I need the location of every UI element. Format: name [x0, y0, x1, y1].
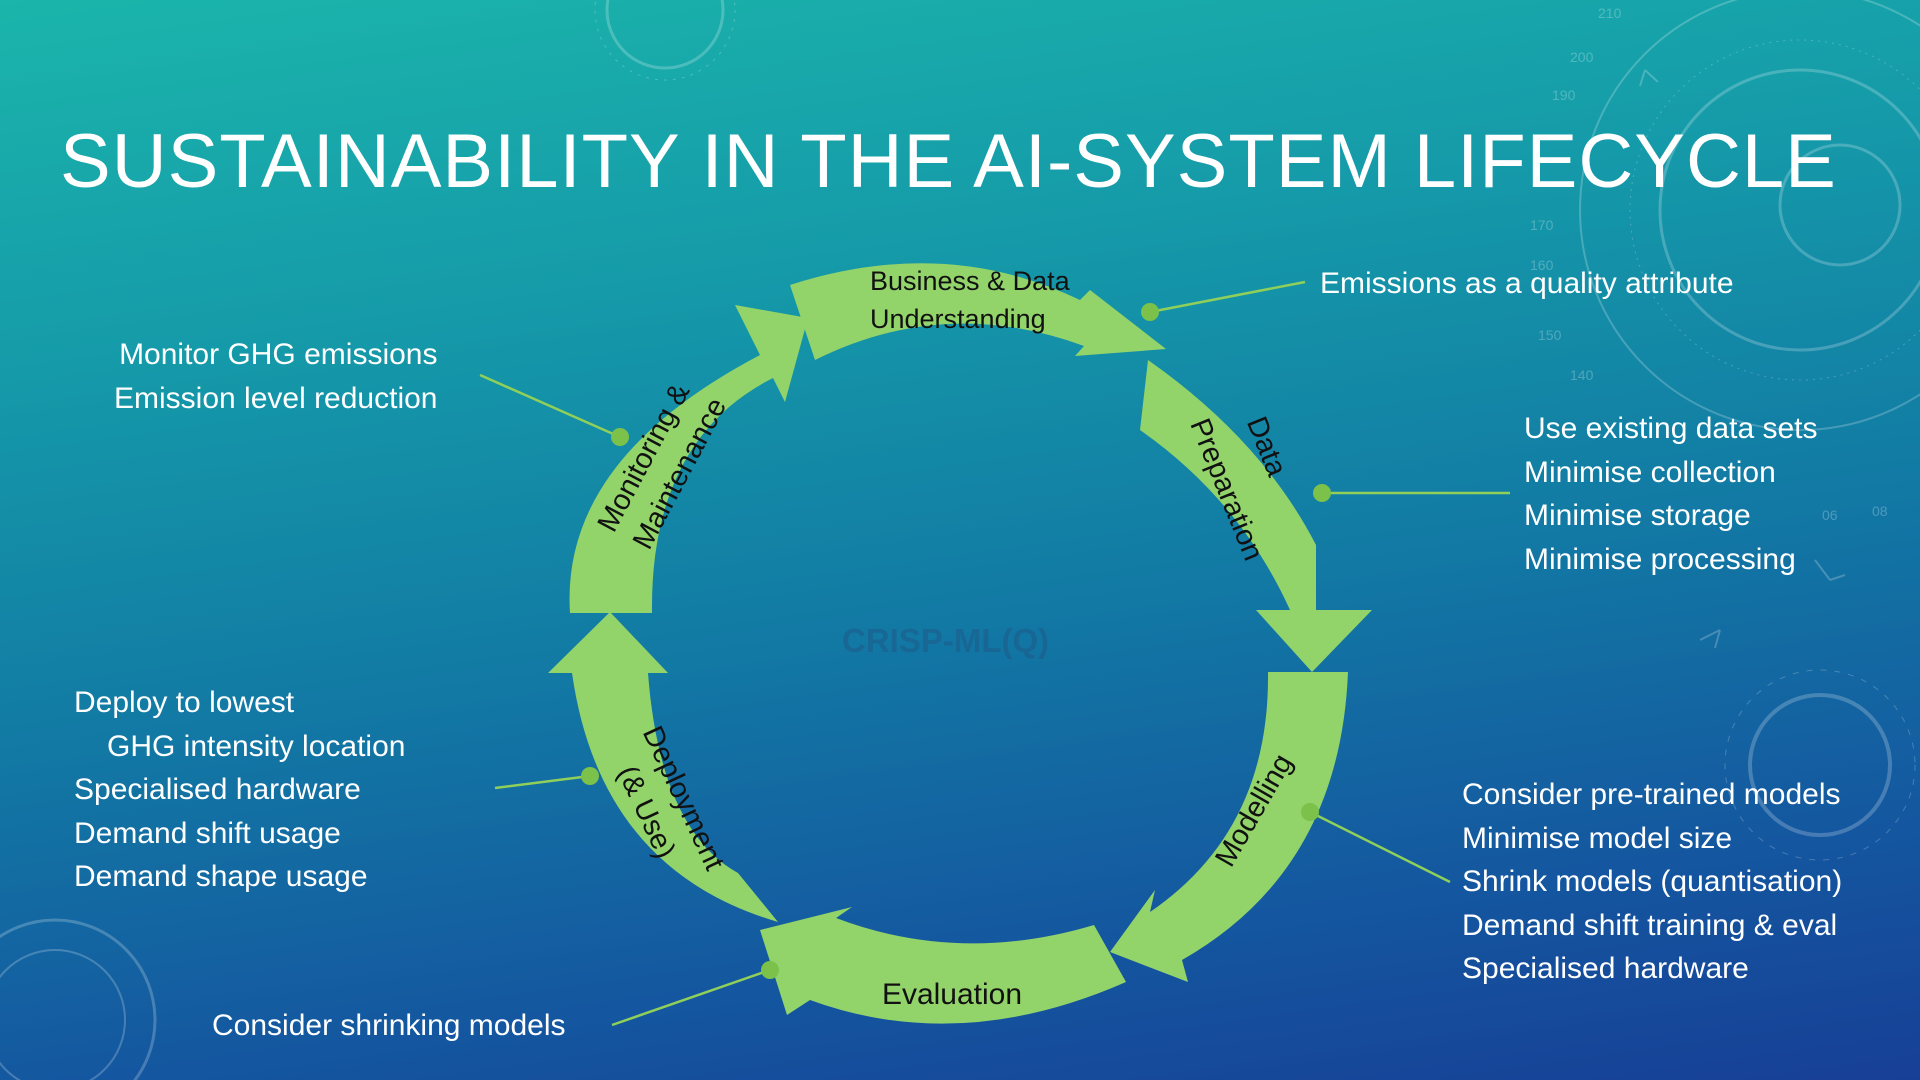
connector-business	[1149, 280, 1306, 314]
connector-modelling	[1309, 810, 1451, 884]
stage-label-business-line1: Business & Data	[870, 266, 1071, 296]
note-modelling: Consider pre-trained models Minimise mod…	[1462, 773, 1842, 991]
tick-label: 140	[1570, 367, 1594, 383]
note-line: Emissions as a quality attribute	[1320, 267, 1734, 300]
note-deployment: Deploy to lowest GHG intensity location …	[74, 681, 405, 899]
note-business: Emissions as a quality attribute	[1320, 262, 1734, 306]
note-line: GHG intensity location	[107, 729, 406, 763]
note-data-prep: Use existing data sets Minimise collecti…	[1524, 407, 1817, 581]
note-line: Demand shift training & eval	[1462, 908, 1838, 942]
connector-dot-deployment	[581, 767, 599, 785]
tick-label: 210	[1598, 5, 1622, 21]
note-line: Deploy to lowest	[74, 686, 295, 719]
stage-label-business-line2: Understanding	[870, 304, 1046, 334]
tick-label: 160	[1530, 257, 1554, 273]
center-label: CRISP-ML(Q)	[842, 622, 1050, 659]
note-line: Consider pre-trained models	[1462, 778, 1841, 811]
note-line: Shrink models (quantisation)	[1462, 865, 1843, 898]
note-line: Specialised hardware	[1462, 952, 1749, 985]
connector-monitoring	[479, 373, 621, 439]
tick-label: 06	[1822, 507, 1838, 523]
slide-title: SUSTAINABILITY IN THE AI-SYSTEM LIFECYCL…	[60, 119, 1837, 204]
tick-label: 190	[1552, 87, 1576, 103]
connector-dot-evaluation	[761, 961, 779, 979]
stage-arrow-deployment	[548, 612, 778, 922]
connector-dot-business	[1141, 303, 1159, 321]
tick-label: 08	[1872, 503, 1888, 519]
note-line: Consider shrinking models	[212, 1009, 566, 1042]
note-line: Demand shape usage	[74, 860, 368, 893]
note-line: Minimise processing	[1524, 542, 1796, 576]
connector-dot-modelling	[1301, 803, 1319, 821]
note-line: Monitor GHG emissions	[119, 338, 438, 371]
note-line: Use existing data sets	[1524, 412, 1818, 445]
note-evaluation: Consider shrinking models	[212, 1004, 566, 1048]
connector-dot-monitoring	[611, 428, 629, 446]
tick-label: 200	[1570, 49, 1594, 65]
tick-label: 170	[1530, 217, 1554, 233]
stage-arrow-business	[790, 263, 1166, 360]
note-line: Minimise collection	[1524, 455, 1776, 489]
stage-arrow-evaluation	[760, 907, 1126, 1024]
note-monitoring: Monitor GHG emissions Emission level red…	[114, 333, 437, 420]
connector-deployment	[494, 774, 591, 790]
stage-arrow-data-prep	[1140, 360, 1372, 672]
note-line: Minimise model size	[1462, 821, 1733, 855]
note-line: Minimise storage	[1524, 499, 1751, 532]
connector-evaluation	[611, 968, 771, 1027]
connector-dot-data-prep	[1313, 484, 1331, 502]
stage-arrow-monitoring	[569, 305, 808, 613]
note-line: Emission level reduction	[114, 381, 438, 415]
stage-arrow-modelling	[1110, 672, 1348, 982]
note-line: Demand shift usage	[74, 816, 341, 850]
tick-label: 150	[1538, 327, 1562, 343]
note-line: Specialised hardware	[74, 773, 361, 806]
stage-label-evaluation: Evaluation	[882, 978, 1022, 1011]
